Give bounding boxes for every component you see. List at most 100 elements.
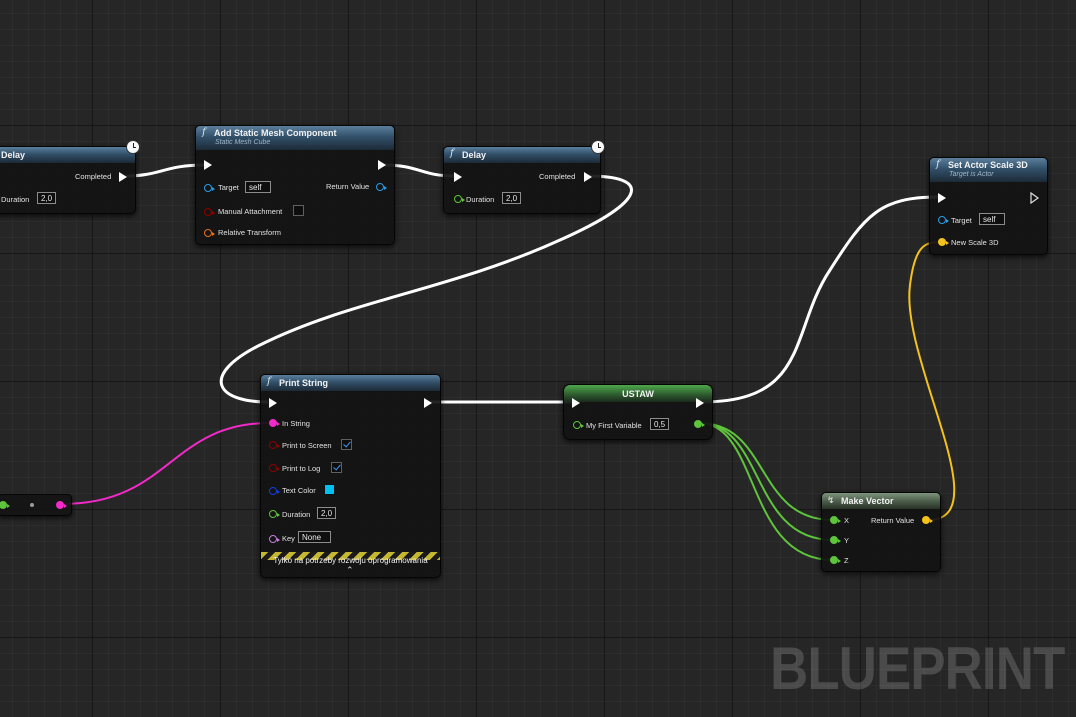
new-scale-pin[interactable] bbox=[938, 238, 949, 246]
print-to-log-checkbox[interactable] bbox=[331, 462, 342, 473]
manual-attachment-pin[interactable] bbox=[204, 208, 215, 216]
exec-output-pin[interactable] bbox=[378, 160, 386, 170]
variable-value-input[interactable]: 0,5 bbox=[650, 418, 670, 430]
latent-clock-icon bbox=[591, 140, 605, 154]
duration-input[interactable]: 2,0 bbox=[37, 192, 57, 204]
text-color-swatch[interactable] bbox=[324, 484, 335, 495]
target-label: Target bbox=[951, 216, 972, 225]
return-value-pin[interactable] bbox=[376, 183, 387, 191]
duration-label: Duration bbox=[466, 195, 495, 204]
print-to-log-label: Print to Log bbox=[282, 464, 321, 473]
duration-pin[interactable] bbox=[454, 195, 465, 203]
duration-pin[interactable] bbox=[269, 510, 280, 518]
node-subtitle: Static Mesh Cube bbox=[215, 139, 271, 146]
return-value-pin[interactable] bbox=[922, 516, 933, 524]
z-label: Z bbox=[844, 556, 849, 565]
print-to-screen-pin[interactable] bbox=[269, 441, 280, 449]
float-wire-variable-to-x[interactable] bbox=[698, 422, 834, 521]
string-wire-reroute-to-in-string[interactable] bbox=[61, 422, 271, 505]
z-pin[interactable] bbox=[830, 556, 841, 564]
text-color-pin[interactable] bbox=[269, 487, 280, 495]
variable-output-pin[interactable] bbox=[694, 420, 705, 428]
make-vector-node[interactable]: ↯ Make Vector X Return Value Y Z bbox=[821, 492, 941, 572]
ustaw-set-variable-node[interactable]: USTAW My First Variable 0,5 bbox=[563, 384, 713, 440]
node-title: Set Actor Scale 3D bbox=[948, 160, 1028, 170]
exec-output-pin[interactable] bbox=[1030, 192, 1040, 204]
node-subtitle: Target is Actor bbox=[949, 171, 994, 178]
new-scale-label: New Scale 3D bbox=[951, 238, 999, 247]
exec-input-pin[interactable] bbox=[938, 193, 946, 203]
set-actor-scale-3d-node[interactable]: f Set Actor Scale 3D Target is Actor Tar… bbox=[929, 157, 1048, 255]
float-wire-variable-to-y[interactable] bbox=[698, 422, 834, 541]
exec-input-pin[interactable] bbox=[269, 398, 277, 408]
exec-wire-delay-to-add-mesh[interactable] bbox=[125, 163, 205, 178]
function-icon: f bbox=[450, 148, 454, 159]
key-pin[interactable] bbox=[269, 535, 280, 543]
manual-attachment-label: Manual Attachment bbox=[218, 207, 283, 216]
in-string-pin[interactable] bbox=[269, 419, 280, 427]
exec-output-pin[interactable] bbox=[696, 398, 704, 408]
print-to-log-pin[interactable] bbox=[269, 464, 280, 472]
node-header: USTAW bbox=[564, 385, 712, 402]
target-input[interactable]: self bbox=[979, 213, 1005, 225]
exec-input-pin[interactable] bbox=[454, 172, 462, 182]
add-static-mesh-component-node[interactable]: f Add Static Mesh Component Static Mesh … bbox=[195, 125, 395, 245]
completed-label: Completed bbox=[539, 172, 576, 181]
node-title: Print String bbox=[279, 378, 328, 388]
float-wire-variable-to-z[interactable] bbox=[698, 422, 834, 561]
relative-transform-pin[interactable] bbox=[204, 229, 215, 237]
variable-input-pin[interactable] bbox=[573, 421, 584, 429]
exec-wire-ustaw-to-set-scale[interactable] bbox=[701, 195, 939, 404]
node-title: USTAW bbox=[622, 389, 654, 399]
expand-chevron-icon[interactable]: ⌃ bbox=[346, 565, 354, 575]
duration-input[interactable]: 2,0 bbox=[502, 192, 522, 204]
target-input[interactable]: self bbox=[245, 181, 271, 193]
relative-transform-label: Relative Transform bbox=[218, 228, 281, 237]
node-header: f Set Actor Scale 3D Target is Actor bbox=[930, 158, 1047, 182]
exec-input-pin[interactable] bbox=[204, 160, 212, 170]
node-title: Delay bbox=[462, 150, 487, 160]
development-only-stripe bbox=[261, 552, 440, 560]
in-string-label: In String bbox=[282, 419, 310, 428]
x-pin[interactable] bbox=[830, 516, 841, 524]
delay-node-right[interactable]: f Delay Completed Duration 2,0 bbox=[443, 146, 601, 214]
completed-label: Completed bbox=[75, 172, 112, 181]
manual-attachment-checkbox[interactable] bbox=[293, 205, 304, 216]
node-header: f Print String bbox=[261, 375, 440, 391]
string-output-pin[interactable] bbox=[56, 501, 67, 509]
reroute-dot bbox=[30, 503, 34, 507]
node-header: Delay bbox=[0, 147, 135, 163]
return-value-label: Return Value bbox=[326, 182, 370, 191]
string-reroute-node[interactable] bbox=[0, 494, 72, 516]
x-label: X bbox=[844, 516, 850, 525]
vector-wire-make-vector-to-scale[interactable] bbox=[908, 241, 956, 521]
print-to-screen-checkbox[interactable] bbox=[341, 439, 352, 450]
delay-node-left[interactable]: Delay Completed Duration 2,0 bbox=[0, 146, 136, 214]
exec-input-pin[interactable] bbox=[572, 398, 580, 408]
exec-wire-delay-to-print-string[interactable] bbox=[219, 174, 633, 404]
node-header: f Delay bbox=[444, 147, 600, 163]
completed-exec-pin[interactable] bbox=[119, 172, 127, 182]
function-icon: f bbox=[202, 127, 206, 138]
variable-label: My First Variable bbox=[586, 421, 642, 430]
key-input[interactable]: None bbox=[298, 531, 331, 543]
latent-clock-icon bbox=[126, 140, 140, 154]
exec-output-pin[interactable] bbox=[424, 398, 432, 408]
float-input-pin[interactable] bbox=[0, 501, 10, 509]
development-only-label: Tylko na potrzeby rozwoju oprogramowania bbox=[273, 556, 428, 565]
print-string-node[interactable]: f Print String In String Print to Screen… bbox=[260, 374, 441, 578]
target-pin[interactable] bbox=[204, 184, 215, 192]
y-label: Y bbox=[844, 536, 850, 545]
key-label: Key bbox=[282, 534, 295, 543]
duration-label: Duration bbox=[1, 195, 30, 204]
function-icon: f bbox=[936, 159, 940, 170]
checkmark-icon bbox=[343, 439, 351, 448]
target-pin[interactable] bbox=[938, 216, 949, 224]
y-pin[interactable] bbox=[830, 536, 841, 544]
node-title: Add Static Mesh Component bbox=[214, 128, 337, 138]
duration-input[interactable]: 2,0 bbox=[317, 507, 337, 519]
node-header: ↯ Make Vector bbox=[822, 493, 940, 509]
target-label: Target bbox=[218, 183, 239, 192]
completed-exec-pin[interactable] bbox=[584, 172, 592, 182]
